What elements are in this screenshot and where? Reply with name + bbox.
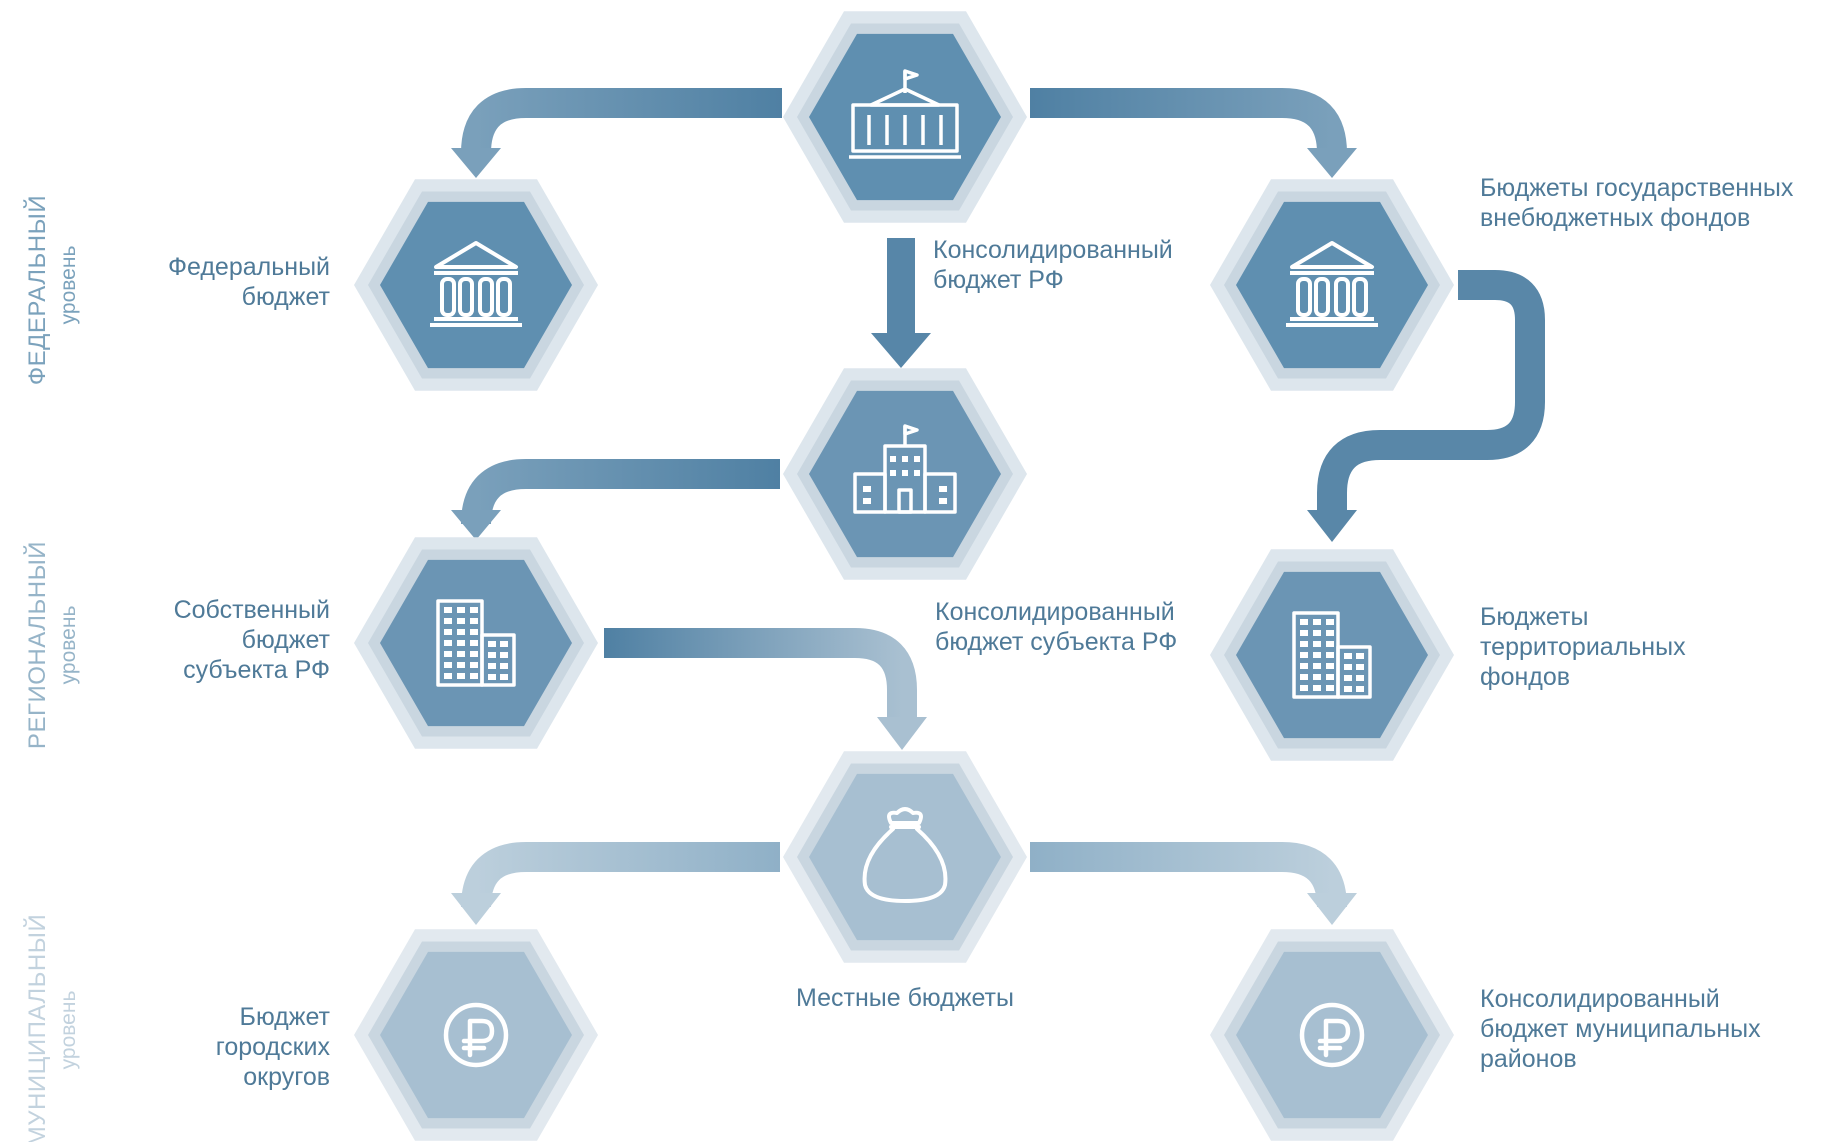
node-label-line: фондов	[1480, 663, 1570, 691]
node-label-line: Собственный	[174, 596, 330, 624]
level-title-regional: РЕГИОНАЛЬНЫЙ	[23, 541, 51, 749]
connectors	[451, 88, 1545, 925]
level-title-federal: ФЕДЕРАЛЬНЫЙ	[23, 195, 51, 385]
hexagon-core	[1236, 951, 1428, 1119]
node-label-line: бюджет	[242, 626, 331, 654]
columns-bank-icon	[1286, 241, 1378, 327]
office-buildings-icon	[436, 599, 516, 687]
ruble-coin-icon	[1299, 1002, 1365, 1068]
node-label-line: городских	[216, 1033, 331, 1061]
hexagon-core	[1236, 201, 1428, 369]
arrow-local-to-municipal-districts	[1030, 842, 1357, 925]
level-label-municipal: МУНИЦИПАЛЬНЫЙ уровень	[23, 914, 80, 1146]
level-subtitle-federal: уровень	[57, 246, 80, 325]
office-buildings-icon	[1292, 611, 1372, 699]
arrow-consolidated-rf-to-subject	[871, 238, 931, 368]
node-label-line: Местные бюджеты	[796, 984, 1014, 1012]
arrow-consolidated-rf-to-state-funds	[1030, 88, 1357, 178]
node-label-line: Бюджет	[240, 1003, 331, 1031]
node-local: Местные бюджеты	[783, 751, 1027, 1012]
node-label-line: внебюджетных фондов	[1480, 204, 1750, 232]
arrow-consolidated-rf-to-federal	[451, 88, 782, 178]
ruble-coin-icon	[443, 1002, 509, 1068]
hexagon-core	[809, 773, 1001, 941]
columns-bank-icon	[430, 241, 522, 327]
node-label-line: округов	[243, 1063, 330, 1091]
hexagon-core	[380, 951, 572, 1119]
level-label-regional: РЕГИОНАЛЬНЫЙ уровень	[23, 541, 80, 749]
level-subtitle-municipal: уровень	[57, 991, 80, 1070]
node-label-line: Консолидированный	[933, 236, 1173, 264]
level-subtitle-regional: уровень	[57, 606, 80, 685]
hexagon-core	[380, 201, 572, 369]
regional-government-building-icon	[853, 424, 957, 514]
node-label-line: бюджет РФ	[933, 266, 1064, 294]
node-label-line: субъекта РФ	[183, 656, 330, 684]
arrow-local-to-city-districts	[451, 842, 780, 925]
money-bag-icon	[862, 807, 948, 903]
arrow-own-to-local	[604, 628, 927, 750]
node-label-line: Консолидированный	[935, 598, 1175, 626]
node-label-line: районов	[1480, 1045, 1577, 1073]
arrow-subject-to-own	[451, 459, 780, 540]
node-label: Местные бюджеты	[796, 984, 1014, 1012]
node-label-line: Консолидированный	[1480, 985, 1720, 1013]
node-label-line: бюджет субъекта РФ	[935, 628, 1177, 656]
node-label-line: Бюджеты государственных	[1480, 174, 1794, 202]
arrow-state-funds-to-territorial	[1307, 270, 1545, 542]
level-title-municipal: МУНИЦИПАЛЬНЫЙ	[23, 914, 51, 1142]
node-label-line: Бюджеты	[1480, 603, 1588, 631]
node-label-line: территориальных	[1480, 633, 1686, 661]
node-label-line: бюджет муниципальных	[1480, 1015, 1761, 1043]
node-label-line: бюджет	[242, 283, 331, 311]
government-flag-building-icon	[849, 69, 961, 159]
level-label-federal: ФЕДЕРАЛЬНЫЙ уровень	[23, 195, 80, 385]
node-label-line: Федеральный	[168, 253, 330, 281]
